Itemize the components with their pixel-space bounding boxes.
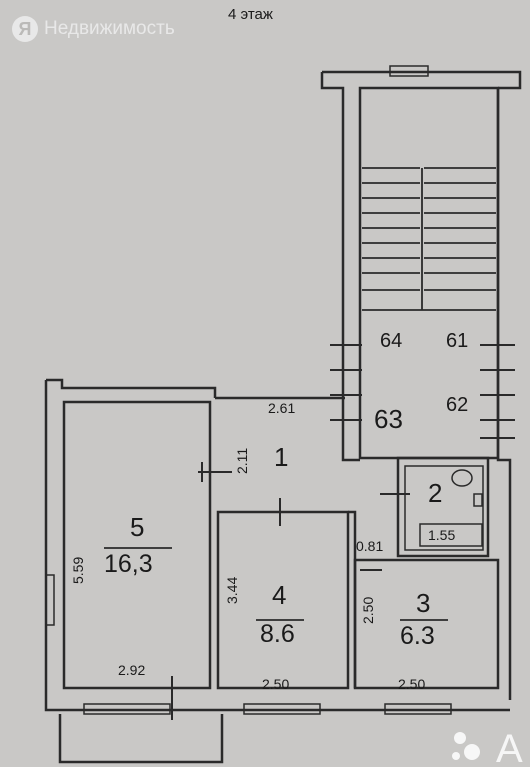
dimension-2-50-room-3: 2.50 — [398, 676, 426, 692]
room-2-number: 2 — [428, 478, 443, 508]
dimension-1-55: 1.55 — [428, 527, 456, 543]
window-room-3 — [384, 703, 452, 715]
apartment-outer-wall — [44, 380, 510, 712]
dimension-2-61: 2.61 — [268, 400, 296, 416]
room-3-area: 6.3 — [400, 622, 435, 650]
room-5-area: 16,3 — [104, 550, 153, 578]
dimension-2-11: 2.11 — [234, 447, 250, 474]
stair-number-61: 61 — [446, 330, 469, 352]
dimension-2-50-vertical: 2.50 — [360, 596, 376, 624]
stair-window — [389, 65, 429, 77]
room-4-walls — [216, 510, 350, 690]
stairs — [362, 167, 496, 311]
watermark-logo: Я — [12, 16, 38, 42]
dimension-3-44: 3.44 — [224, 576, 240, 604]
bathtub — [419, 523, 483, 547]
toilet — [451, 469, 473, 487]
room-3-number: 3 — [416, 588, 431, 618]
stairwell-top-wall — [322, 70, 522, 90]
apartment-top-wall — [46, 378, 217, 398]
room-1-number: 1 — [274, 442, 289, 472]
sink — [473, 493, 483, 507]
room-5-walls — [62, 400, 212, 690]
room-4-number: 4 — [272, 580, 287, 610]
dimension-2-50-room-4: 2.50 — [262, 676, 290, 692]
bathroom-walls — [396, 456, 490, 558]
right-wall — [496, 88, 512, 700]
window-room-5-side — [45, 574, 55, 626]
stair-number-62: 62 — [446, 394, 469, 416]
watermark: Я Недвижимость — [12, 16, 175, 42]
stairwell-left-wall — [320, 72, 360, 462]
room-3-walls — [353, 558, 500, 690]
balcony — [58, 714, 224, 764]
avito-letter: А — [496, 727, 523, 767]
dimension-0-81: 0.81 — [356, 538, 384, 554]
stair-number-63: 63 — [374, 404, 403, 434]
avito-logo: А — [452, 727, 523, 767]
room-5-number: 5 — [130, 512, 145, 542]
dimension-5-59: 5.59 — [70, 556, 86, 584]
bathroom-inner — [404, 465, 484, 551]
dimension-2-92: 2.92 — [118, 662, 146, 678]
stair-number-64: 64 — [380, 330, 403, 352]
watermark-text: Недвижимость — [44, 18, 175, 39]
window-room-5 — [83, 703, 171, 715]
floor-label: 4 этаж — [228, 6, 273, 23]
window-room-4 — [243, 703, 321, 715]
door-marks — [171, 344, 515, 720]
room-4-area: 8.6 — [260, 620, 295, 648]
